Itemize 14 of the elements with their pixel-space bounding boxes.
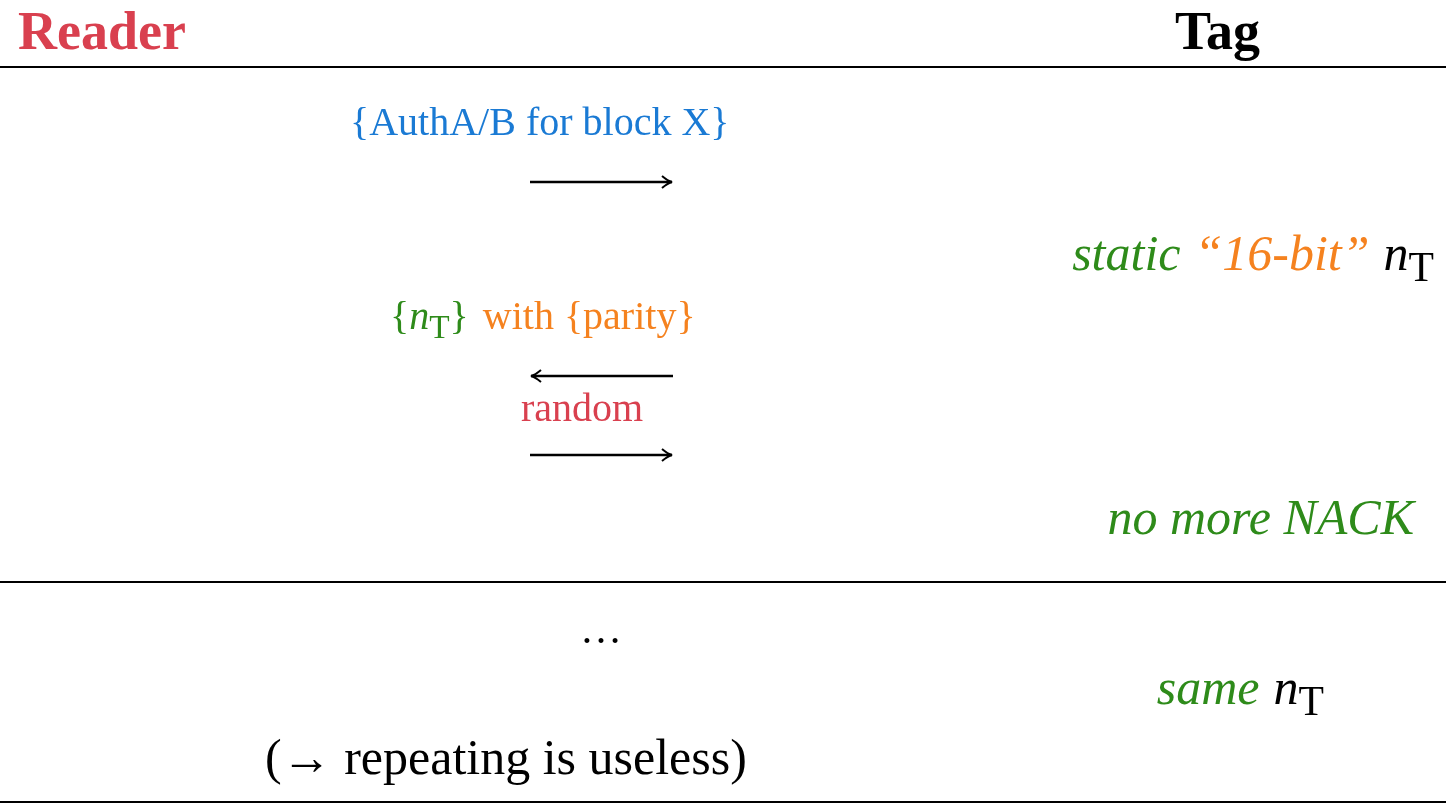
annotation-text: n$_{T}$ [1383,226,1434,291]
annotation-text: same [1156,660,1260,715]
message-label: {AuthA/B for block X} [350,100,730,144]
ellipsis-text: … [580,606,622,653]
message-label: {n$_{T}$} [390,294,469,346]
annotation-text: no more NACK [1107,490,1414,545]
message-label: with {parity} [482,294,696,338]
participant-label: Tag [1175,2,1261,62]
annotation-text: static [1072,226,1181,281]
participant-label: Reader [18,2,186,62]
annotation-text: “16-bit” [1194,226,1370,281]
note-text: (→ repeating is useless) [265,730,747,785]
message-label: random [521,386,644,430]
annotation-text: n$_{T}$ [1273,660,1324,725]
